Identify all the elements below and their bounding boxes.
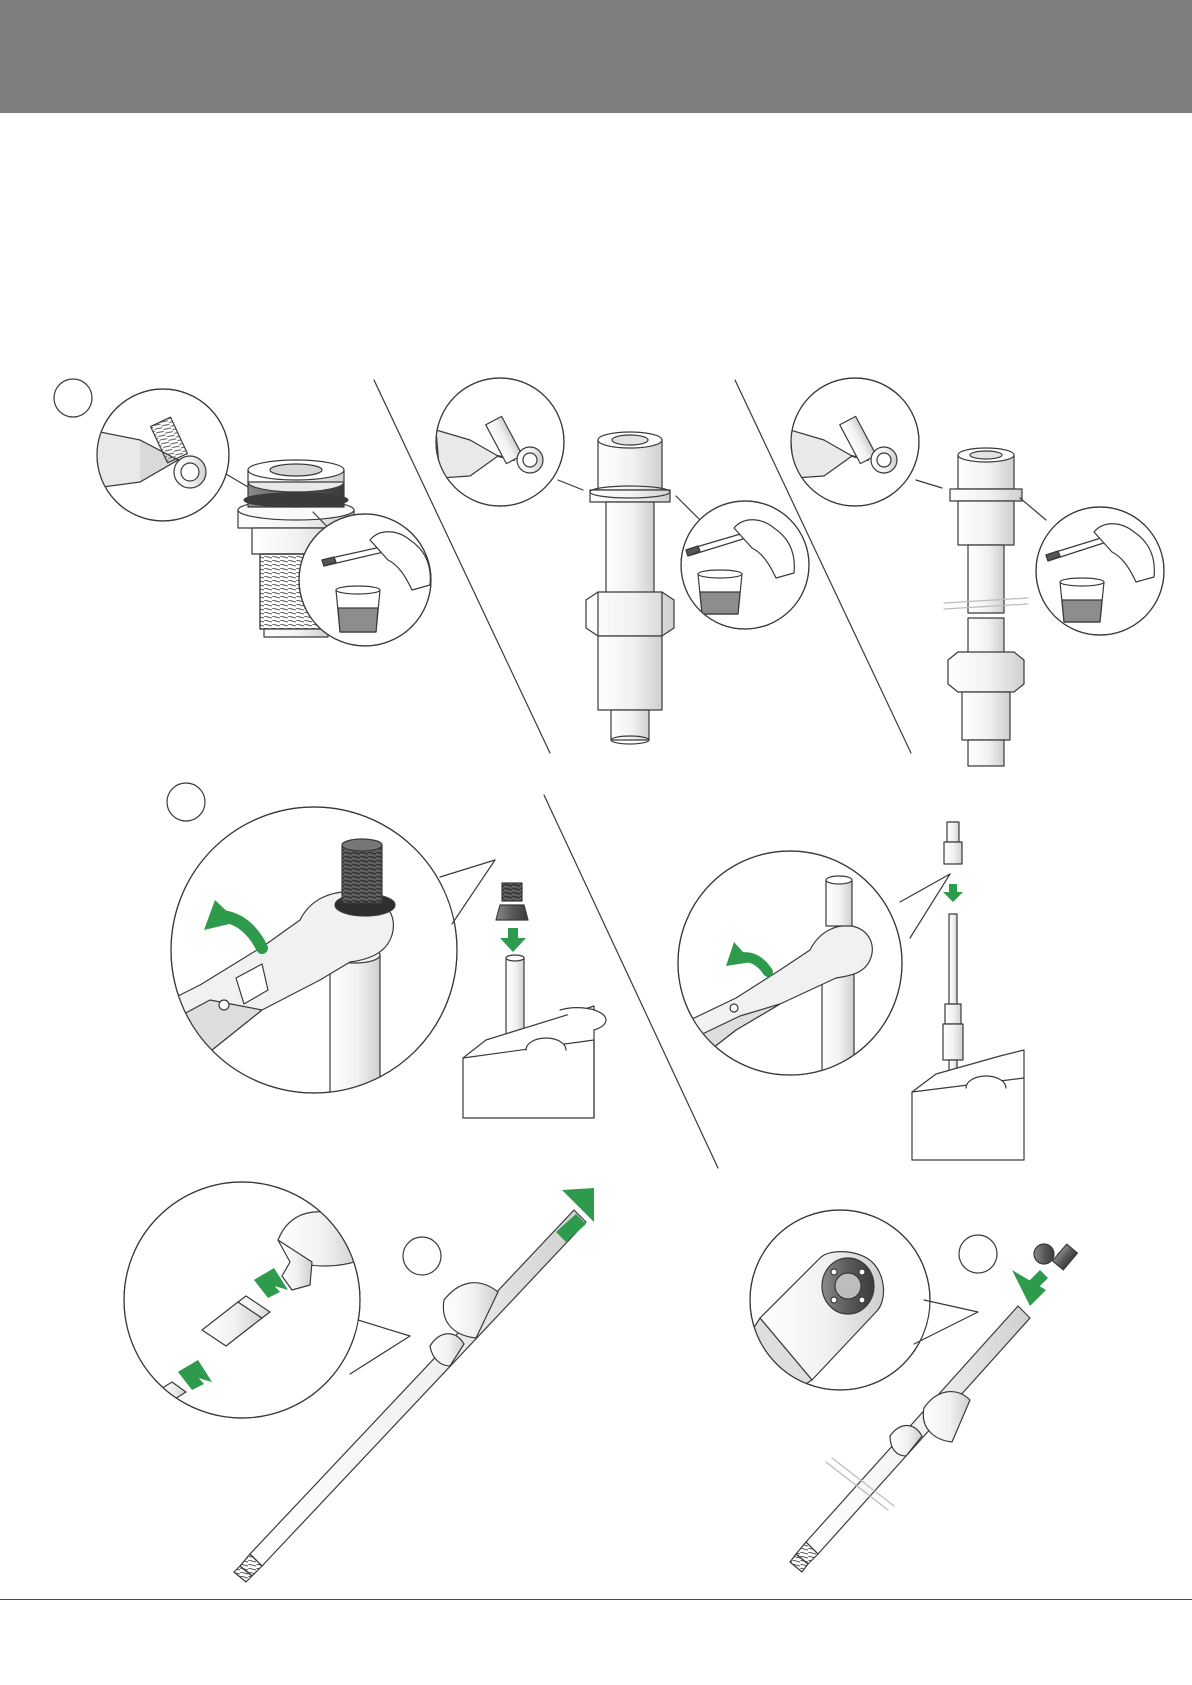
vise-icon <box>912 1050 1024 1160</box>
end-cap-icon <box>1034 1244 1077 1270</box>
insert-arrow-icon <box>1012 1270 1048 1306</box>
step-1-thread-sealing-top-cap <box>90 389 431 646</box>
down-arrow-icon <box>943 884 963 902</box>
fluid-cup-icon <box>1060 578 1104 622</box>
step-1-marker <box>54 379 92 417</box>
step-4-insert-bushing <box>740 1210 1077 1572</box>
fluid-cup-icon <box>698 570 742 614</box>
step-1-thread-sealing-damper-shaft <box>436 378 809 744</box>
step-2-marker <box>167 783 205 821</box>
down-arrow-icon <box>500 928 526 952</box>
step-2-torque-rod-nut <box>678 822 1024 1160</box>
step-3-pull-shaft <box>124 1182 594 1582</box>
step-1-thread-sealing-long-shaft <box>790 378 1164 766</box>
step-3-marker <box>403 1237 441 1275</box>
fluid-cup-icon <box>336 586 380 632</box>
vise-icon <box>463 1006 606 1118</box>
step-4-marker <box>959 1235 997 1273</box>
footer-rule <box>0 1599 1192 1600</box>
step-2-torque-top-nut <box>150 807 606 1118</box>
